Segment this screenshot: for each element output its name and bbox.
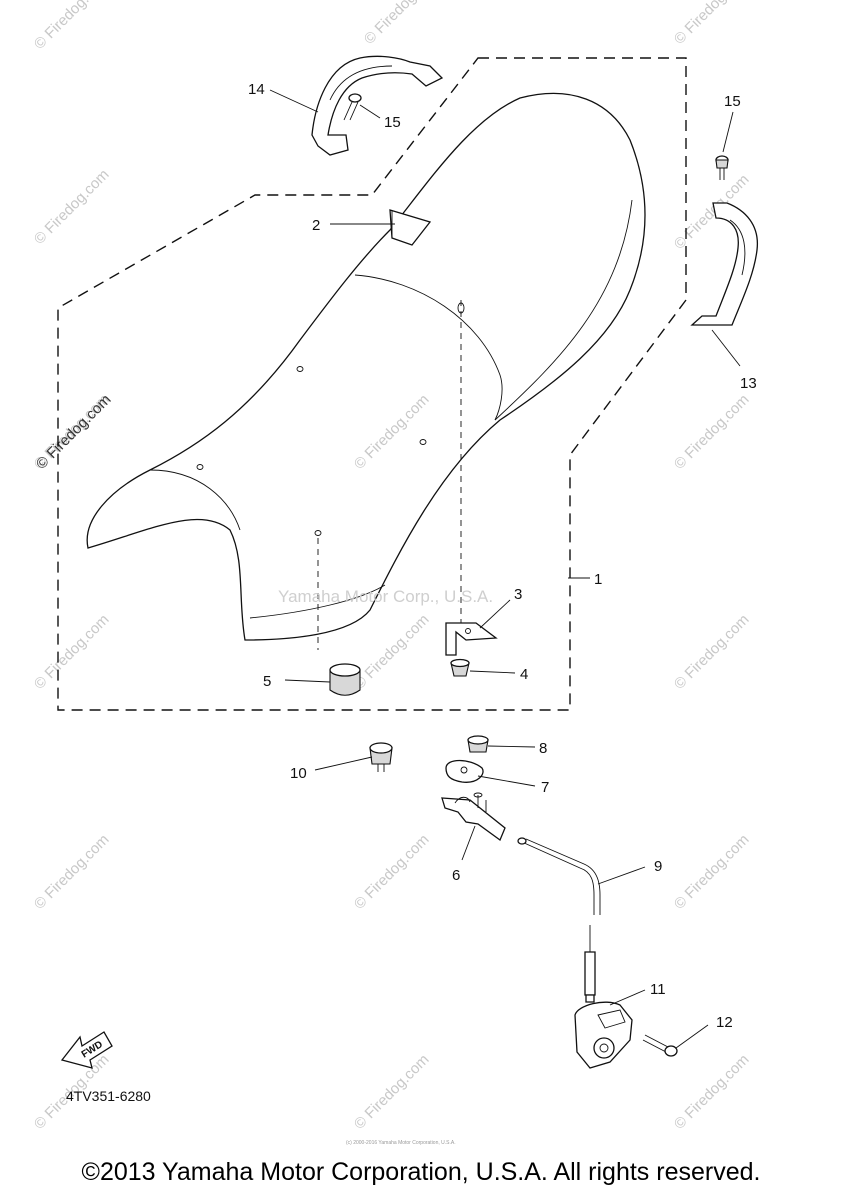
part-15-bolt-a (343, 93, 362, 121)
part-10-damper (369, 742, 393, 772)
leader-lines (269, 89, 741, 1049)
part-12-bolt (642, 1034, 678, 1057)
callout-4: 4 (520, 666, 528, 683)
callout-11: 11 (650, 981, 666, 998)
watermark: © Firedog.com (351, 1051, 433, 1133)
watermark: © Firedog.com (31, 0, 113, 53)
part-11-lock (574, 1001, 633, 1069)
callout-2: 2 (312, 217, 320, 234)
callout-15-a: 15 (384, 114, 401, 131)
watermark: © Firedog.com (351, 391, 433, 473)
callout-7: 7 (541, 779, 549, 796)
callout-9: 9 (654, 858, 662, 875)
watermark: © Firedog.com (31, 166, 113, 248)
part-13-bracket (690, 202, 759, 326)
diagram-part-code: 4TV351-6280 (66, 1088, 151, 1104)
watermark: © Firedog.com (351, 611, 433, 693)
callout-3: 3 (514, 586, 522, 603)
part-8-nut (467, 735, 489, 753)
part-6-hook (441, 792, 506, 842)
tiny-copyright: (c) 2000-2016 Yamaha Motor Corporation, … (346, 1140, 456, 1146)
part-7-plate (445, 759, 484, 783)
watermark: © Firedog.com (351, 831, 433, 913)
watermark: © Firedog.com (671, 1051, 753, 1133)
part-2-clip (389, 209, 432, 246)
watermark: © Firedog.com (671, 0, 753, 48)
watermark: © Firedog.com (671, 831, 753, 913)
footer-copyright: ©2013 Yamaha Motor Corporation, U.S.A. A… (81, 1158, 761, 1186)
callout-labels: 1 2 3 4 5 6 7 8 9 10 11 12 13 14 15 15 (248, 81, 757, 1031)
watermark: © Firedog.com (31, 831, 113, 913)
callout-12: 12 (716, 1014, 733, 1031)
part-4-nut (450, 658, 470, 677)
part-14-grab-bar (311, 55, 444, 156)
callout-8: 8 (539, 740, 547, 757)
part-5-damper (317, 538, 361, 696)
part-3-bracket (445, 300, 498, 656)
callout-14: 14 (248, 81, 265, 98)
callout-5: 5 (263, 673, 271, 690)
callout-15-b: 15 (724, 93, 741, 110)
center-watermark: Yamaha Motor Corp., U.S.A. (278, 587, 493, 606)
callout-6: 6 (452, 867, 460, 884)
watermark-dark: © Firedog.com (33, 391, 115, 473)
watermark: © Firedog.com (671, 391, 753, 473)
seat (86, 92, 646, 641)
callout-13: 13 (740, 375, 757, 392)
watermark: © Firedog.com (31, 611, 113, 693)
callout-1: 1 (594, 571, 602, 588)
fwd-arrow-icon: FWD (60, 1031, 113, 1069)
part-9-cable (517, 837, 601, 1003)
watermark: © Firedog.com (671, 611, 753, 693)
part-15-bolt-b (715, 155, 729, 180)
callout-10: 10 (290, 765, 307, 782)
watermark: © Firedog.com (361, 0, 443, 48)
seat-assembly-outline (57, 57, 687, 711)
